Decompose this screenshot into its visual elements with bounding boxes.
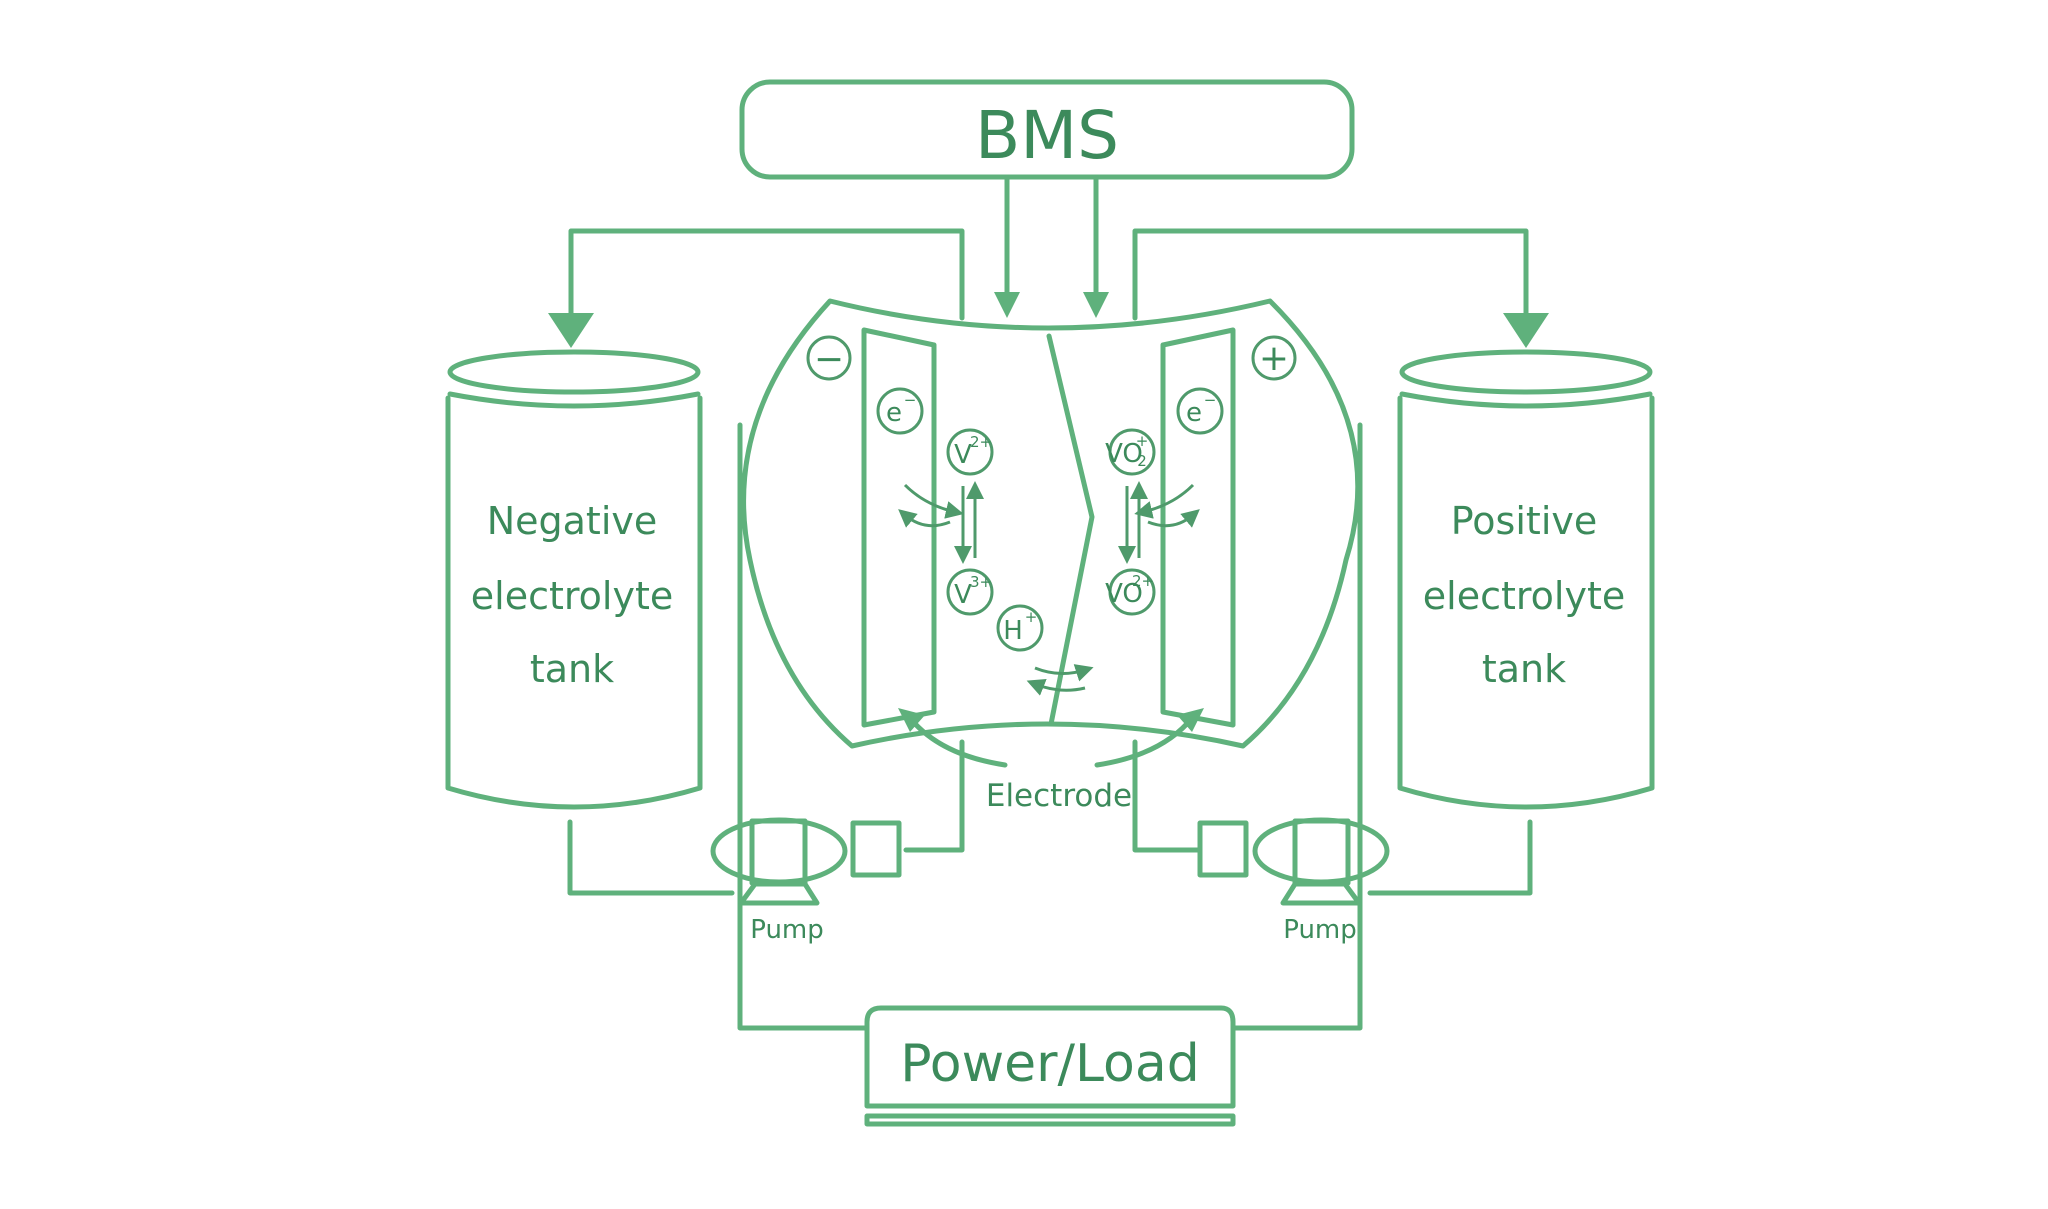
svg-text:2+: 2+: [1132, 572, 1154, 590]
negative-sign: −: [814, 339, 844, 380]
electron-left-ion: e −: [876, 387, 924, 435]
left-pump-valve: [850, 820, 902, 878]
bms-box: BMS: [739, 79, 1355, 180]
electrode-pointer-right-head: [1177, 708, 1204, 732]
v3-ion: V 3+: [946, 568, 994, 616]
positive-sign: +: [1259, 338, 1289, 379]
positive-tank-body: [1397, 395, 1655, 810]
svg-text:e: e: [1186, 398, 1202, 428]
power-load-box: Power/Load: [864, 1005, 1236, 1127]
right-pump-valve: [1197, 820, 1249, 878]
v2-ion: V 2+: [946, 428, 994, 476]
negative-tank-body: [445, 395, 703, 810]
electrode-pointer-right: [1094, 715, 1195, 768]
pipe-top-right-arrow: [1503, 313, 1549, 348]
svg-text:H: H: [1003, 616, 1023, 646]
electrode-label: Electrode: [986, 778, 1132, 814]
lower-pipes: [567, 422, 1533, 1031]
bms-arrow-right-head: [1083, 292, 1109, 318]
electrode-pointer-left-head: [898, 708, 925, 732]
h-ion: H +: [996, 604, 1044, 652]
h-arrow-1: [1034, 664, 1094, 682]
pipe-top-left: [568, 228, 965, 321]
svg-text:+: +: [1136, 432, 1149, 450]
right-pump-housing: [1252, 817, 1390, 885]
svg-text:3+: 3+: [970, 573, 992, 591]
pipe-left-outer: [737, 422, 868, 1031]
bms-arrows: [994, 174, 1109, 318]
negative-tank-top: [447, 349, 701, 395]
positive-tank-line1: Positive: [1451, 499, 1598, 543]
top-pipes: [548, 228, 1549, 348]
svg-text:VO: VO: [1105, 439, 1143, 469]
pipe-cell-right-down: [1132, 739, 1203, 853]
power-load-label: Power/Load: [900, 1034, 1199, 1094]
svg-text:V: V: [954, 580, 972, 610]
negative-tank-line1: Negative: [487, 499, 658, 543]
svg-text:2+: 2+: [970, 433, 992, 451]
pipe-negative-tank-bottom: [567, 819, 735, 896]
right-pump-motor: [1292, 818, 1351, 886]
negative-tank-line2: electrolyte: [471, 574, 673, 618]
electron-right-ion: e −: [1176, 387, 1224, 435]
positive-tank-rim: [1399, 391, 1653, 409]
membrane: [1046, 333, 1095, 727]
svg-text:e: e: [886, 398, 902, 428]
left-curve-arrow-1: [903, 483, 964, 519]
svg-text:VO: VO: [1105, 579, 1143, 609]
positive-tank-top: [1399, 349, 1653, 395]
left-pump-motor: [749, 818, 808, 886]
right-pump-base: [1280, 881, 1362, 906]
left-pump-housing: [710, 817, 848, 885]
bms-box-outline: [739, 79, 1355, 180]
h-arrow-2: [1026, 678, 1086, 696]
svg-text:2: 2: [1137, 452, 1147, 470]
svg-text:V: V: [954, 440, 972, 470]
right-curve-arrow-2: [1147, 509, 1200, 528]
vo2-ion: VO 2+: [1105, 568, 1156, 616]
positive-tank: Positive electrolyte tank: [1397, 349, 1655, 810]
bms-arrow-left-head: [994, 292, 1020, 318]
negative-tank-line3: tank: [530, 647, 614, 691]
left-curve-arrow-2: [898, 509, 951, 528]
right-pump-label: Pump: [1283, 915, 1357, 945]
right-pump: Pump: [1197, 817, 1390, 945]
electrode-pointer-left: [907, 715, 1008, 768]
pipe-right-outer: [1230, 422, 1363, 1031]
cell-outline: [741, 298, 1361, 749]
negative-sign-circle: [806, 335, 852, 381]
pipe-top-right: [1132, 228, 1529, 321]
vo2plus-ion: VO + 2: [1105, 428, 1156, 476]
pipe-top-left-arrow: [548, 313, 594, 348]
left-pump-label: Pump: [750, 915, 824, 945]
svg-text:+: +: [1025, 608, 1038, 626]
negative-electrode: [861, 327, 937, 728]
positive-electrode: [1160, 327, 1236, 728]
pipe-positive-tank-bottom: [1367, 819, 1533, 896]
pipe-cell-left-down: [903, 739, 965, 853]
left-pump-base: [738, 881, 820, 906]
right-curve-arrow-1: [1134, 483, 1195, 519]
svg-text:−: −: [904, 391, 917, 409]
reaction-arrows: [898, 481, 1200, 696]
positive-tank-line3: tank: [1482, 647, 1566, 691]
positive-tank-line2: electrolyte: [1423, 574, 1625, 618]
left-pump: Pump: [710, 817, 902, 945]
power-load-base: [864, 1113, 1236, 1127]
svg-text:−: −: [1204, 391, 1217, 409]
electrode-pointers: Electrode: [898, 708, 1204, 814]
cell: − +: [741, 298, 1361, 749]
power-load-outline: [864, 1005, 1236, 1109]
negative-tank-rim: [447, 391, 701, 409]
positive-sign-circle: [1251, 335, 1297, 381]
ions: e − e − V 2+ V 3+ VO + 2 VO 2+: [876, 387, 1224, 652]
bms-label: BMS: [975, 97, 1119, 174]
negative-tank: Negative electrolyte tank: [445, 349, 703, 810]
